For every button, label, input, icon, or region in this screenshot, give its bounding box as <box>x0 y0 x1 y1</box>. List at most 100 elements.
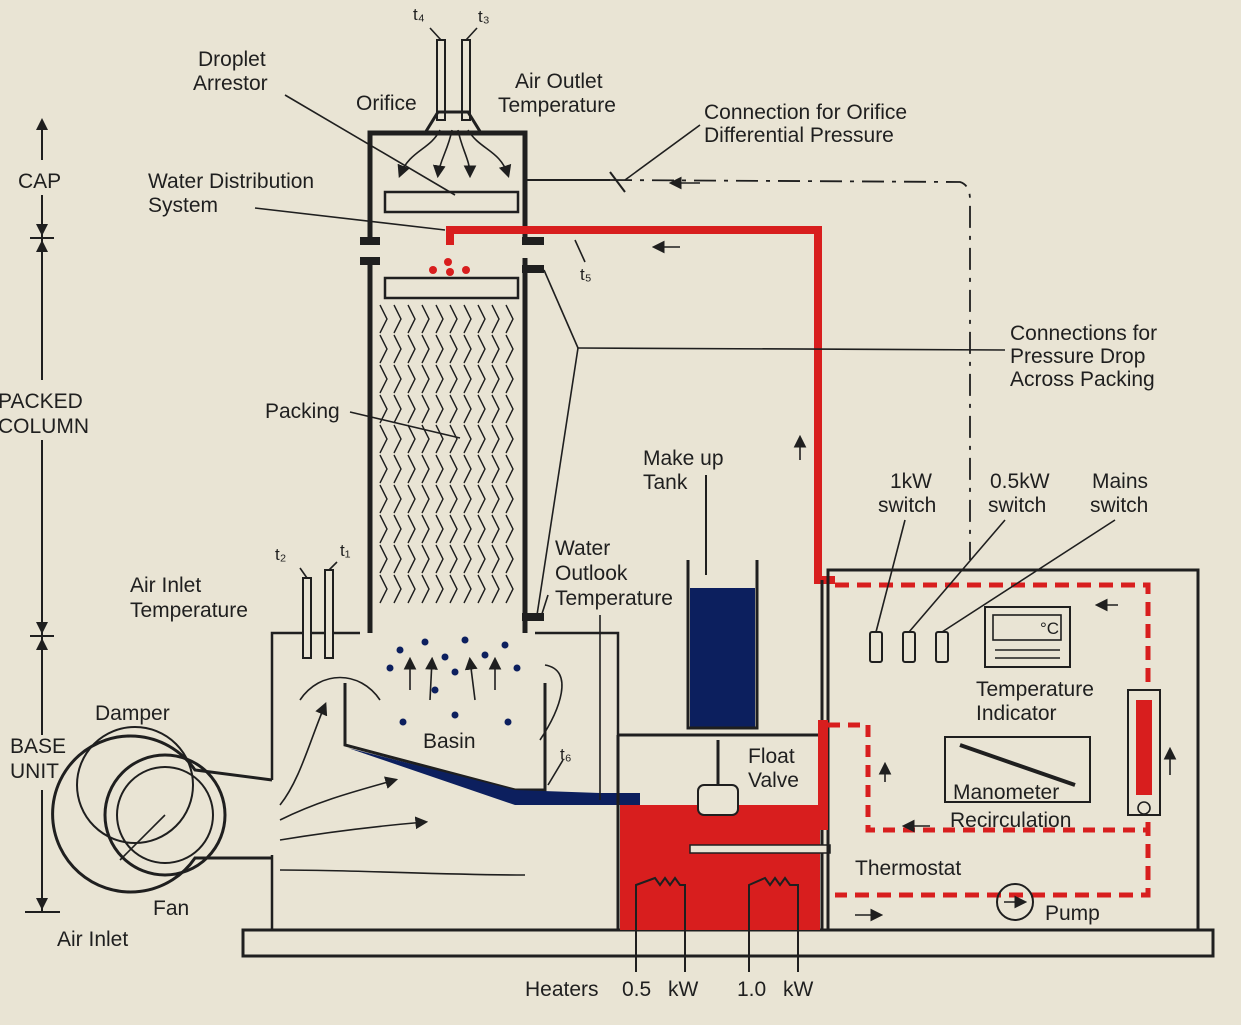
packing-chevron <box>393 424 402 454</box>
packing-chevron <box>421 574 430 604</box>
packing-chevron <box>505 304 514 334</box>
packing-chevron <box>407 514 416 544</box>
packing-chevron <box>379 334 388 364</box>
packing-chevron <box>449 544 458 574</box>
packing-chevron <box>477 544 486 574</box>
label-droplet-arrestor-1: Droplet <box>198 48 266 71</box>
packing-chevron <box>491 304 500 334</box>
leader-lines <box>254 94 701 800</box>
packing-chevron <box>463 364 472 394</box>
packing-chevron <box>407 484 416 514</box>
packing-chevron <box>477 424 486 454</box>
packing-chevron <box>449 454 458 484</box>
label-h2: 1.0 <box>737 978 766 1001</box>
label-water-dist-2: System <box>148 194 218 217</box>
label-mains-1: Mains <box>1092 470 1148 493</box>
packing-chevron <box>477 514 486 544</box>
droplet-arrestor <box>383 190 520 214</box>
packing-chevron <box>407 574 416 604</box>
packing-chevron <box>505 574 514 604</box>
packing-chevron <box>463 544 472 574</box>
packing-chevron <box>505 484 514 514</box>
base-plate <box>241 928 1215 958</box>
packing-chevron <box>477 304 486 334</box>
label-droplet-arrestor-2: Arrestor <box>193 72 268 95</box>
heater-tank <box>616 580 831 972</box>
packing-chevron <box>435 454 444 484</box>
label-recirculation: Recirculation <box>950 809 1071 832</box>
packing-chevron <box>421 484 430 514</box>
label-air-outlet-2: Temperature <box>498 94 616 117</box>
label-pressure-drop-3: Across Packing <box>1010 368 1155 391</box>
packing-chevron <box>407 304 416 334</box>
packing-chevron <box>407 454 416 484</box>
label-damper: Damper <box>95 702 170 725</box>
label-cap: CAP <box>18 170 61 193</box>
label-water-dist-1: Water Distribution <box>148 170 314 193</box>
label-fan: Fan <box>153 897 189 920</box>
packing-chevron <box>393 364 402 394</box>
orifice-assembly <box>397 27 512 179</box>
label-air-outlet-1: Air Outlet <box>515 70 603 93</box>
packing-chevron <box>393 394 402 424</box>
label-t2: t₂ <box>275 545 286 564</box>
label-packed-2: COLUMN <box>0 415 89 438</box>
packing-chevron <box>393 334 402 364</box>
packing-chevron <box>421 514 430 544</box>
packing-chevron <box>435 544 444 574</box>
packing-chevron <box>463 424 472 454</box>
distribution-plate <box>383 276 520 300</box>
packing-chevron <box>491 454 500 484</box>
packing-chevron <box>491 394 500 424</box>
label-t3: t₃ <box>478 7 490 26</box>
packing-chevron <box>393 514 402 544</box>
packing-chevron <box>449 364 458 394</box>
packing-chevron <box>449 424 458 454</box>
packing-chevron <box>393 484 402 514</box>
packing-chevron <box>449 484 458 514</box>
packing-chevron <box>407 544 416 574</box>
label-float-1: Float <box>748 745 795 768</box>
packing-chevron <box>393 304 402 334</box>
label-basin: Basin <box>423 730 476 753</box>
packing-chevron <box>491 334 500 364</box>
packing-chevron <box>463 304 472 334</box>
packing-chevron <box>421 304 430 334</box>
packing-chevron <box>491 514 500 544</box>
packing-chevron <box>407 364 416 394</box>
packing-chevron <box>435 514 444 544</box>
label-air-inlet-temp-1: Air Inlet <box>130 574 201 597</box>
packing-chevron <box>505 424 514 454</box>
packing-chevron <box>421 364 430 394</box>
packing-chevron <box>449 394 458 424</box>
label-manometer: Manometer <box>953 781 1059 804</box>
packing-chevron <box>463 334 472 364</box>
makeup-tank <box>686 475 759 730</box>
packing-chevron <box>379 304 388 334</box>
packing-chevron <box>477 394 486 424</box>
packing-chevron <box>463 514 472 544</box>
label-packing: Packing <box>265 400 340 423</box>
packing-chevron <box>491 574 500 604</box>
label-base-1: BASE <box>10 735 66 758</box>
packing-chevron <box>379 544 388 574</box>
packing-chevron <box>449 514 458 544</box>
label-water-outlook-3: Temperature <box>555 587 673 610</box>
control-box <box>818 519 1200 932</box>
packing-chevron <box>435 574 444 604</box>
packing-chevron <box>463 394 472 424</box>
packing-chevron <box>393 454 402 484</box>
packing-chevron <box>449 334 458 364</box>
label-makeup-1: Make up <box>643 447 724 470</box>
packing-chevron <box>379 394 388 424</box>
packing-chevron <box>421 454 430 484</box>
label-t6: t₆ <box>560 745 572 764</box>
packing-chevron <box>491 364 500 394</box>
packing-chevron <box>477 454 486 484</box>
label-air-inlet-temp-2: Temperature <box>130 599 248 622</box>
packing-chevron <box>435 304 444 334</box>
orifice-pressure-line <box>525 171 971 560</box>
packing-chevron <box>435 334 444 364</box>
packing-chevron <box>477 364 486 394</box>
